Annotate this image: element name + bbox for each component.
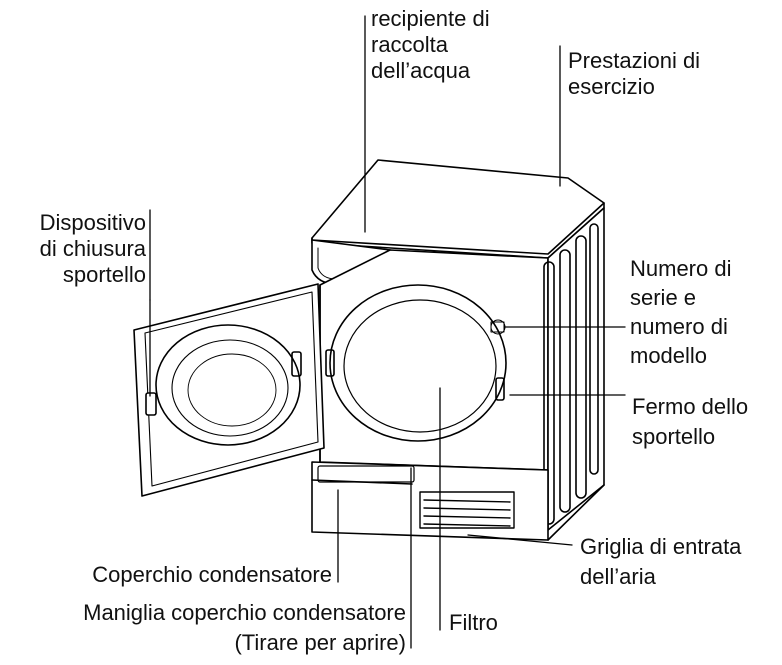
leader-lines bbox=[149, 15, 626, 649]
label-condenser-cover: Coperchio condensatore bbox=[92, 562, 332, 587]
dryer-side-panel bbox=[543, 207, 605, 531]
drum-opening bbox=[325, 284, 507, 442]
label-serial-number: Numero di serie e numero di modello bbox=[630, 256, 732, 368]
open-door bbox=[133, 283, 325, 497]
label-condenser-handle: Maniglia coperchio condensatore (Tirare … bbox=[83, 600, 406, 655]
leader-air-grille bbox=[467, 534, 573, 546]
label-air-grille: Griglia di entrata dell’aria bbox=[580, 534, 742, 589]
label-water-container: recipiente di raccolta dell’acqua bbox=[371, 6, 490, 83]
label-filter: Filtro bbox=[449, 610, 498, 635]
label-door-stop: Fermo dello sportello bbox=[632, 394, 749, 449]
air-intake-grille-art bbox=[419, 491, 515, 529]
label-door-lock: Dispositivo di chiusura sportello bbox=[39, 210, 146, 287]
label-performance: Prestazioni di esercizio bbox=[568, 48, 701, 99]
